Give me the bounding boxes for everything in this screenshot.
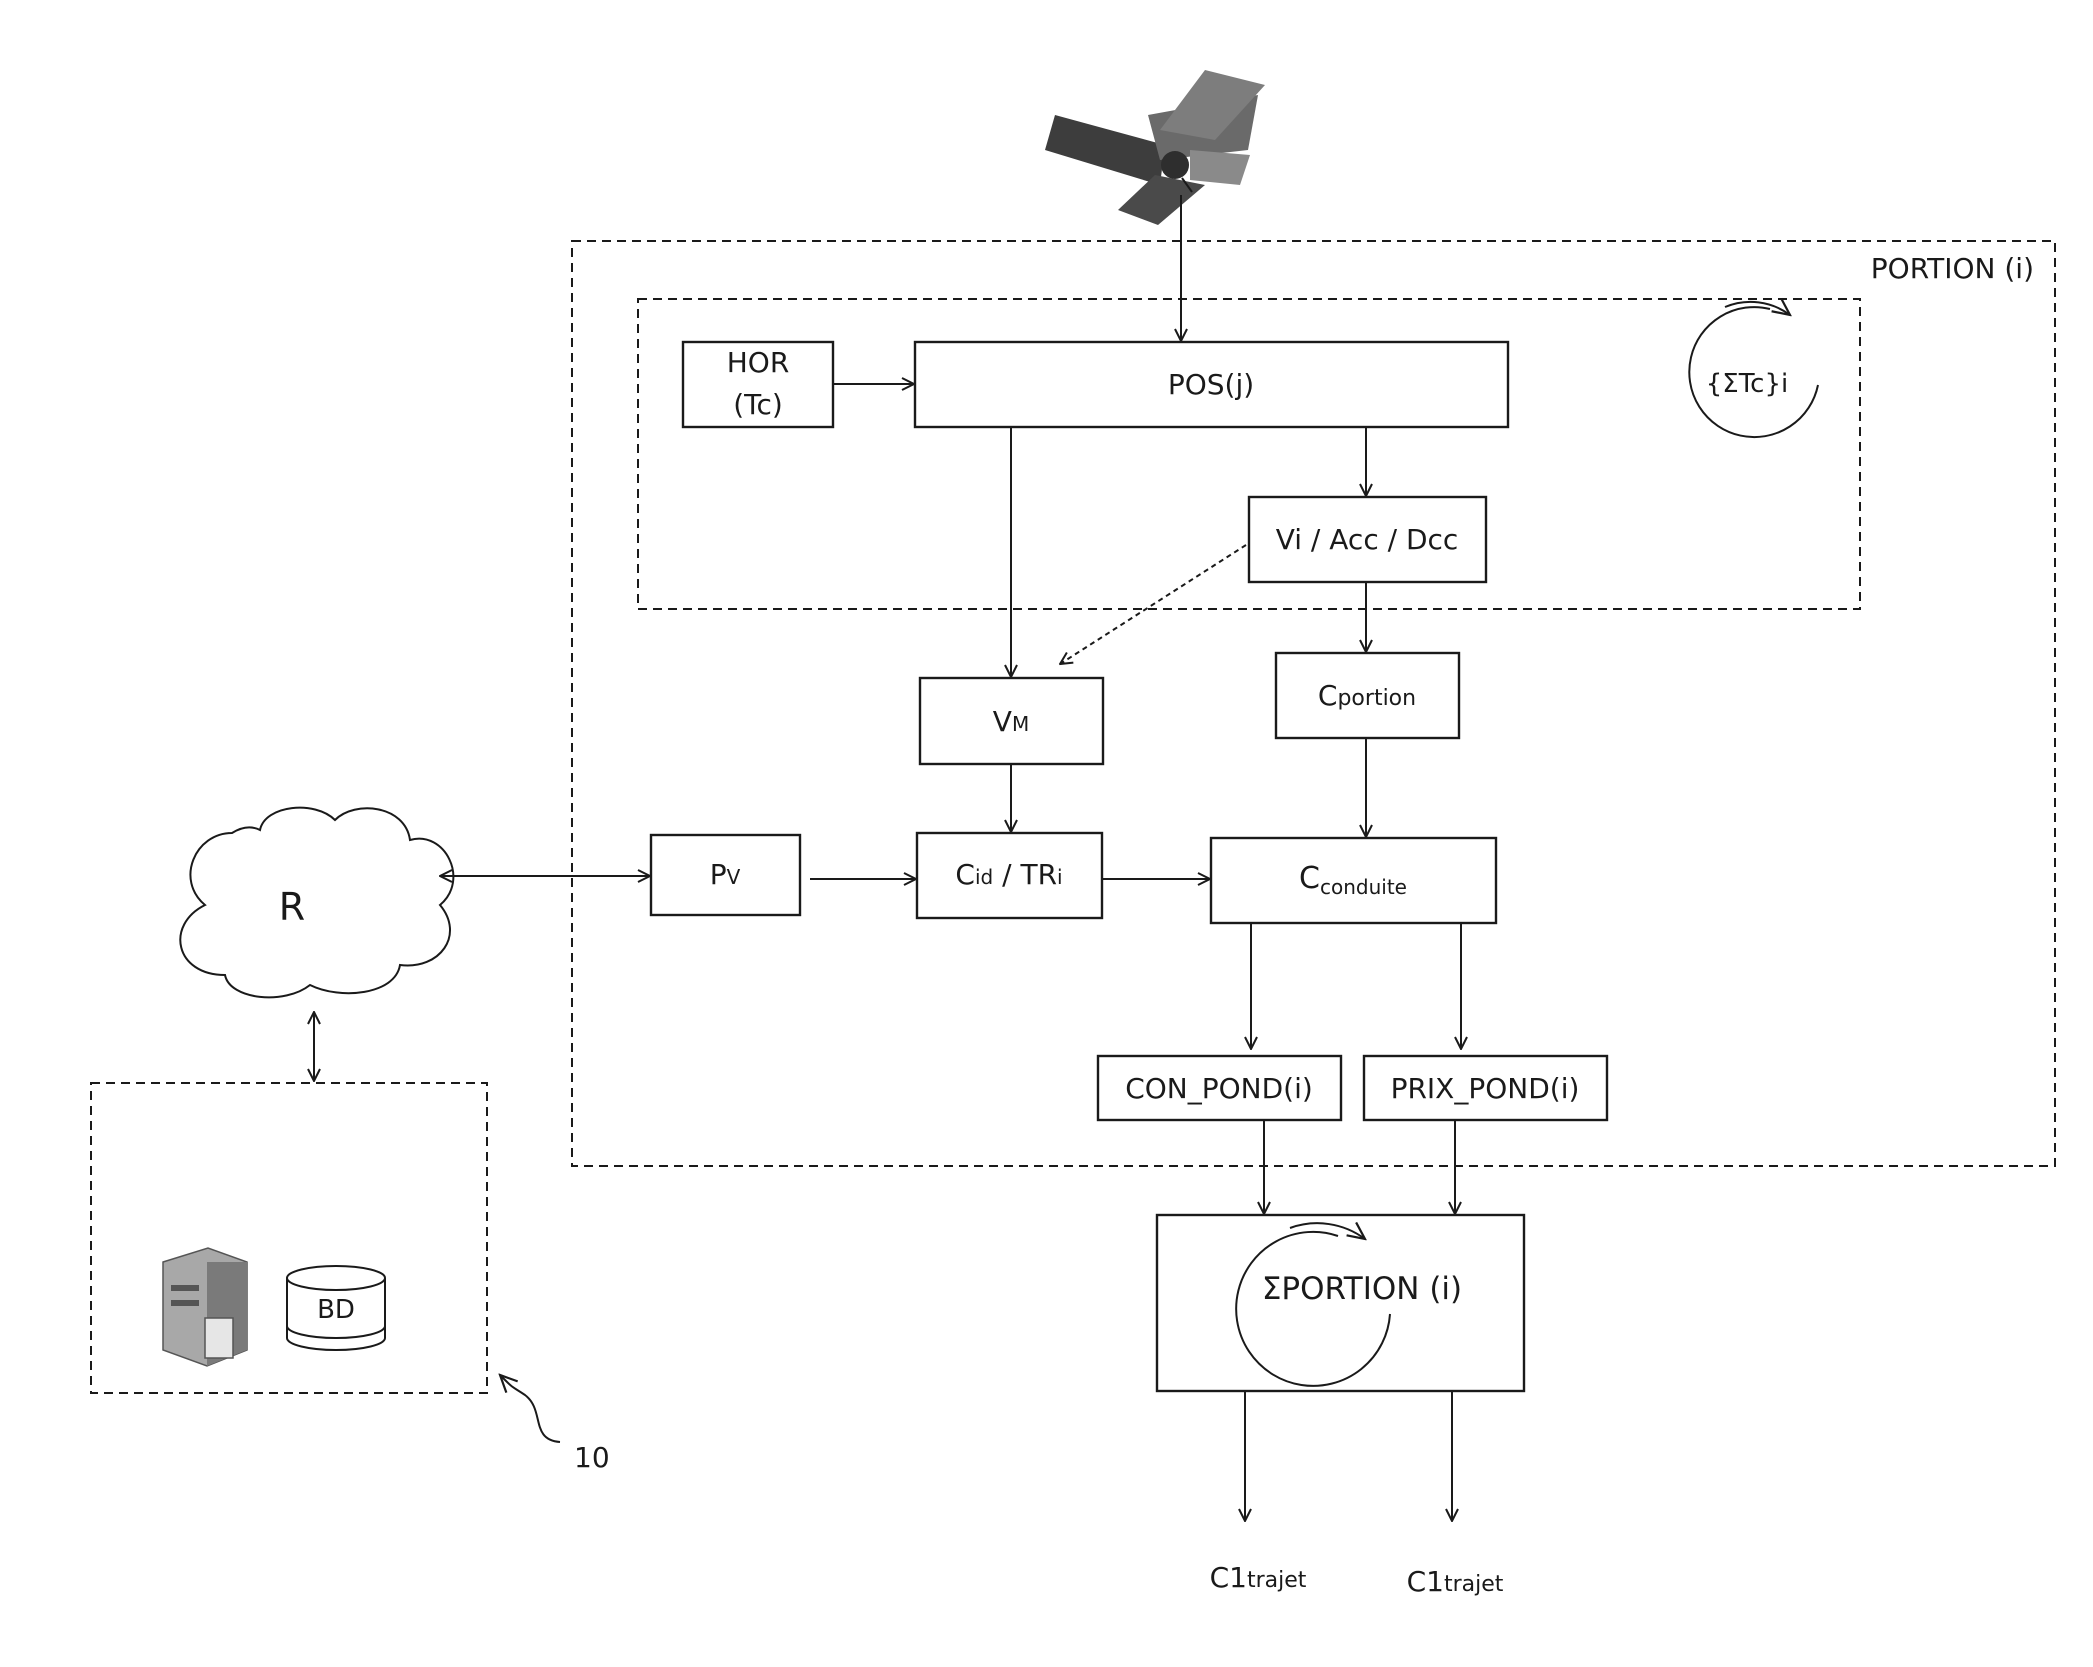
sum-portion-label: ΣPORTION (i) [1262, 1271, 1462, 1307]
reference-number: 10 [574, 1441, 610, 1474]
database-label: BD [317, 1295, 355, 1325]
prix-pond-label: PRIX_POND(i) [1391, 1072, 1580, 1105]
system-region [91, 1083, 487, 1393]
hor-label: HOR [727, 346, 790, 379]
output-c1-trajet-1: C1trajet [1210, 1561, 1307, 1594]
arrow-vi-to-vm-dashed [1060, 545, 1246, 664]
cloud-network-icon: R [180, 808, 453, 998]
portion-region-label: PORTION (i) [1871, 252, 2034, 285]
hor-tc-label: (Tc) [733, 388, 783, 421]
con-pond-label: CON_POND(i) [1125, 1072, 1313, 1105]
loop-tc-icon: {ΣTc}i [1689, 302, 1818, 437]
vi-acc-dcc-label: Vi / Acc / Dcc [1276, 523, 1459, 556]
pos-label: POS(j) [1168, 368, 1254, 401]
output-c1-trajet-2: C1trajet [1407, 1565, 1504, 1598]
loop-tc-label: {ΣTc}i [1706, 369, 1789, 399]
network-label: R [279, 885, 305, 929]
reference-arrow [500, 1375, 560, 1442]
cid-tri-label: Cid / TRi [955, 858, 1062, 891]
server-icon [163, 1248, 247, 1366]
database-icon: BD [287, 1266, 385, 1350]
satellite-icon [1045, 70, 1265, 225]
